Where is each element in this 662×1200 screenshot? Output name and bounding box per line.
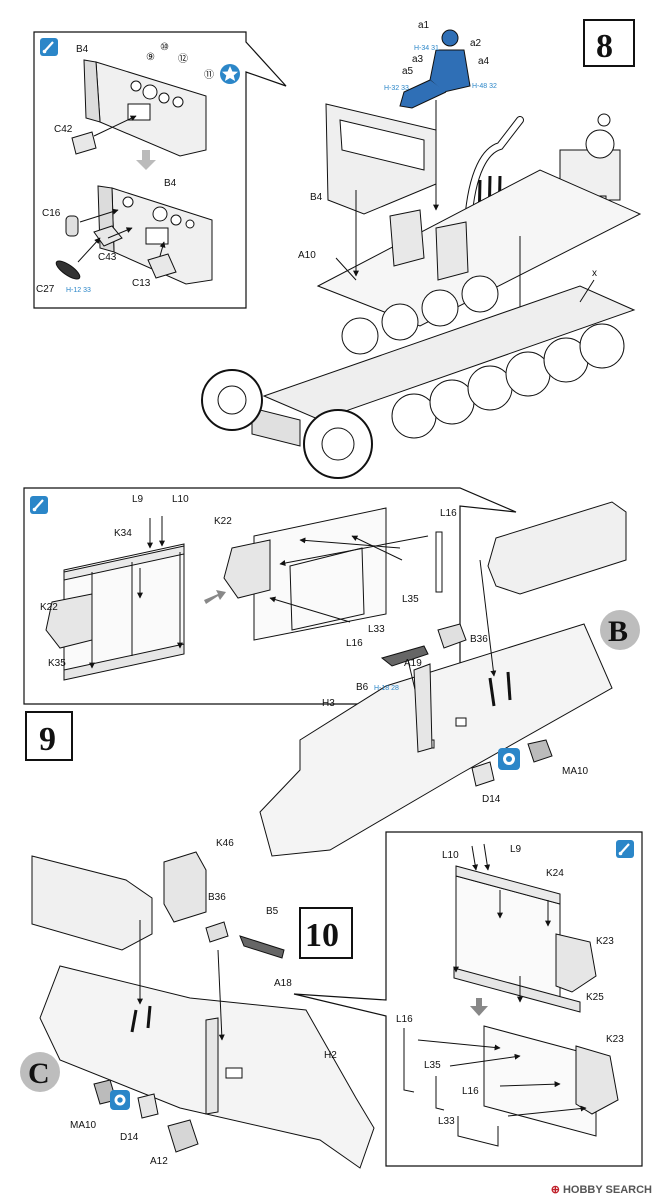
label-ma10-step9: MA10 <box>562 766 589 777</box>
label-k34: K34 <box>114 528 132 539</box>
label-l35-step10: L35 <box>424 1060 441 1071</box>
label-b4-bottom: B4 <box>164 178 177 189</box>
label-x: x <box>592 268 597 279</box>
paint-brush-icon <box>40 38 58 56</box>
label-c43: C43 <box>98 252 117 263</box>
label-k46: K46 <box>216 838 234 849</box>
ref-figure-3: H-48 32 <box>472 83 497 90</box>
label-a18: A18 <box>274 978 292 989</box>
label-l9: L9 <box>132 494 144 505</box>
label-k22-right: K22 <box>214 516 232 527</box>
label-n10: ⑩ <box>160 42 169 53</box>
label-a1: a1 <box>418 20 430 31</box>
step-10: 10 C K46 B3 <box>20 832 642 1168</box>
label-a2: a2 <box>470 38 482 49</box>
svg-text:10: 10 <box>305 917 339 954</box>
label-a4: a4 <box>478 56 490 67</box>
label-b5: B5 <box>266 906 279 917</box>
label-a10: A10 <box>298 250 316 261</box>
label-b4-main: B4 <box>310 192 323 203</box>
label-a3: a3 <box>412 54 424 65</box>
hobby-search-logo-icon: ⊕ <box>550 1184 563 1196</box>
label-d14-step9: D14 <box>482 794 501 805</box>
star-icon <box>220 64 240 84</box>
ref-figure-1: H-34 31 <box>414 45 439 52</box>
ref-b6: H-18 28 <box>374 685 399 692</box>
label-n11: ⑪ <box>204 69 214 81</box>
label-b36-step10: B36 <box>208 892 226 903</box>
label-n9: ⑨ <box>146 52 155 63</box>
label-b4-top: B4 <box>76 44 89 55</box>
label-l33: L33 <box>368 624 385 635</box>
label-c13: C13 <box>132 278 151 289</box>
chassis: x <box>202 268 634 478</box>
label-b36-step9: B36 <box>470 634 488 645</box>
ref-c27: H-12 33 <box>66 287 91 294</box>
step-8: B4 ⑨ ⑩ ⑫ ⑪ C42 B4 C16 C43 C27 H-12 33 C1… <box>34 20 640 478</box>
dashboard-b4: B4 <box>310 104 436 214</box>
label-k22-left: K22 <box>40 602 58 613</box>
paint-brush-icon <box>30 496 48 514</box>
dashboard-panel-bottom <box>98 186 212 284</box>
label-c27: C27 <box>36 284 55 295</box>
label-l33-step10: L33 <box>438 1116 455 1127</box>
label-l16-bottom-step10: L16 <box>462 1086 479 1097</box>
step10-inset: L10 L9 K24 K23 K25 L16 K23 L35 L16 L33 <box>294 832 642 1166</box>
marker-b: B <box>600 610 640 650</box>
step-9: L9 L10 K34 K22 K35 K22 L16 L35 L33 L16 9… <box>24 488 640 856</box>
label-h3: H3 <box>322 698 335 709</box>
step-number-9: 9 <box>26 712 72 760</box>
label-k24: K24 <box>546 868 564 879</box>
label-k25: K25 <box>586 992 604 1003</box>
label-k23-top: K23 <box>596 936 614 947</box>
step-number-10: 10 <box>300 908 352 958</box>
swap-part-icon <box>110 1090 130 1110</box>
label-a12: A12 <box>150 1156 168 1167</box>
label-k23-bottom: K23 <box>606 1034 624 1045</box>
label-l9-step10: L9 <box>510 844 522 855</box>
step8-inset: B4 ⑨ ⑩ ⑫ ⑪ C42 B4 C16 C43 C27 H-12 33 C1… <box>34 32 286 308</box>
svg-text:B: B <box>608 615 628 648</box>
label-l10-step10: L10 <box>442 850 459 861</box>
svg-text:9: 9 <box>39 721 56 758</box>
marker-c: C <box>20 1052 60 1092</box>
label-n12: ⑫ <box>178 53 188 65</box>
label-a5: a5 <box>402 66 414 77</box>
driver-figure: a1 a2 a3 a4 a5 H-34 31 H-32 33 H-48 32 <box>384 20 497 108</box>
watermark: ⊕ HOBBY SEARCH <box>551 1183 652 1196</box>
road-wheels <box>342 276 624 438</box>
label-b6: B6 <box>356 682 369 693</box>
label-a19: A19 <box>404 658 422 669</box>
svg-text:8: 8 <box>596 28 613 65</box>
front-wheels <box>202 370 372 478</box>
label-l16-bottom: L16 <box>346 638 363 649</box>
step9-inset: L9 L10 K34 K22 K35 K22 L16 L35 L33 L16 <box>24 488 516 704</box>
svg-text:C: C <box>28 1057 50 1090</box>
label-c16: C16 <box>42 208 61 219</box>
watermark-text: HOBBY SEARCH <box>562 1184 652 1196</box>
label-ma10-step10: MA10 <box>70 1120 97 1131</box>
step-number-8: 8 <box>584 20 634 66</box>
label-d14-step10: D14 <box>120 1132 139 1143</box>
label-l16-top: L16 <box>440 508 457 519</box>
swap-part-icon <box>498 748 520 770</box>
label-l10: L10 <box>172 494 189 505</box>
label-h2: H2 <box>324 1050 337 1061</box>
ref-figure-2: H-32 33 <box>384 85 409 92</box>
label-l35: L35 <box>402 594 419 605</box>
label-l16-top-step10: L16 <box>396 1014 413 1025</box>
dashboard-panel-top <box>84 60 206 156</box>
paint-brush-icon <box>616 840 634 858</box>
label-c42: C42 <box>54 124 73 135</box>
label-k35: K35 <box>48 658 66 669</box>
